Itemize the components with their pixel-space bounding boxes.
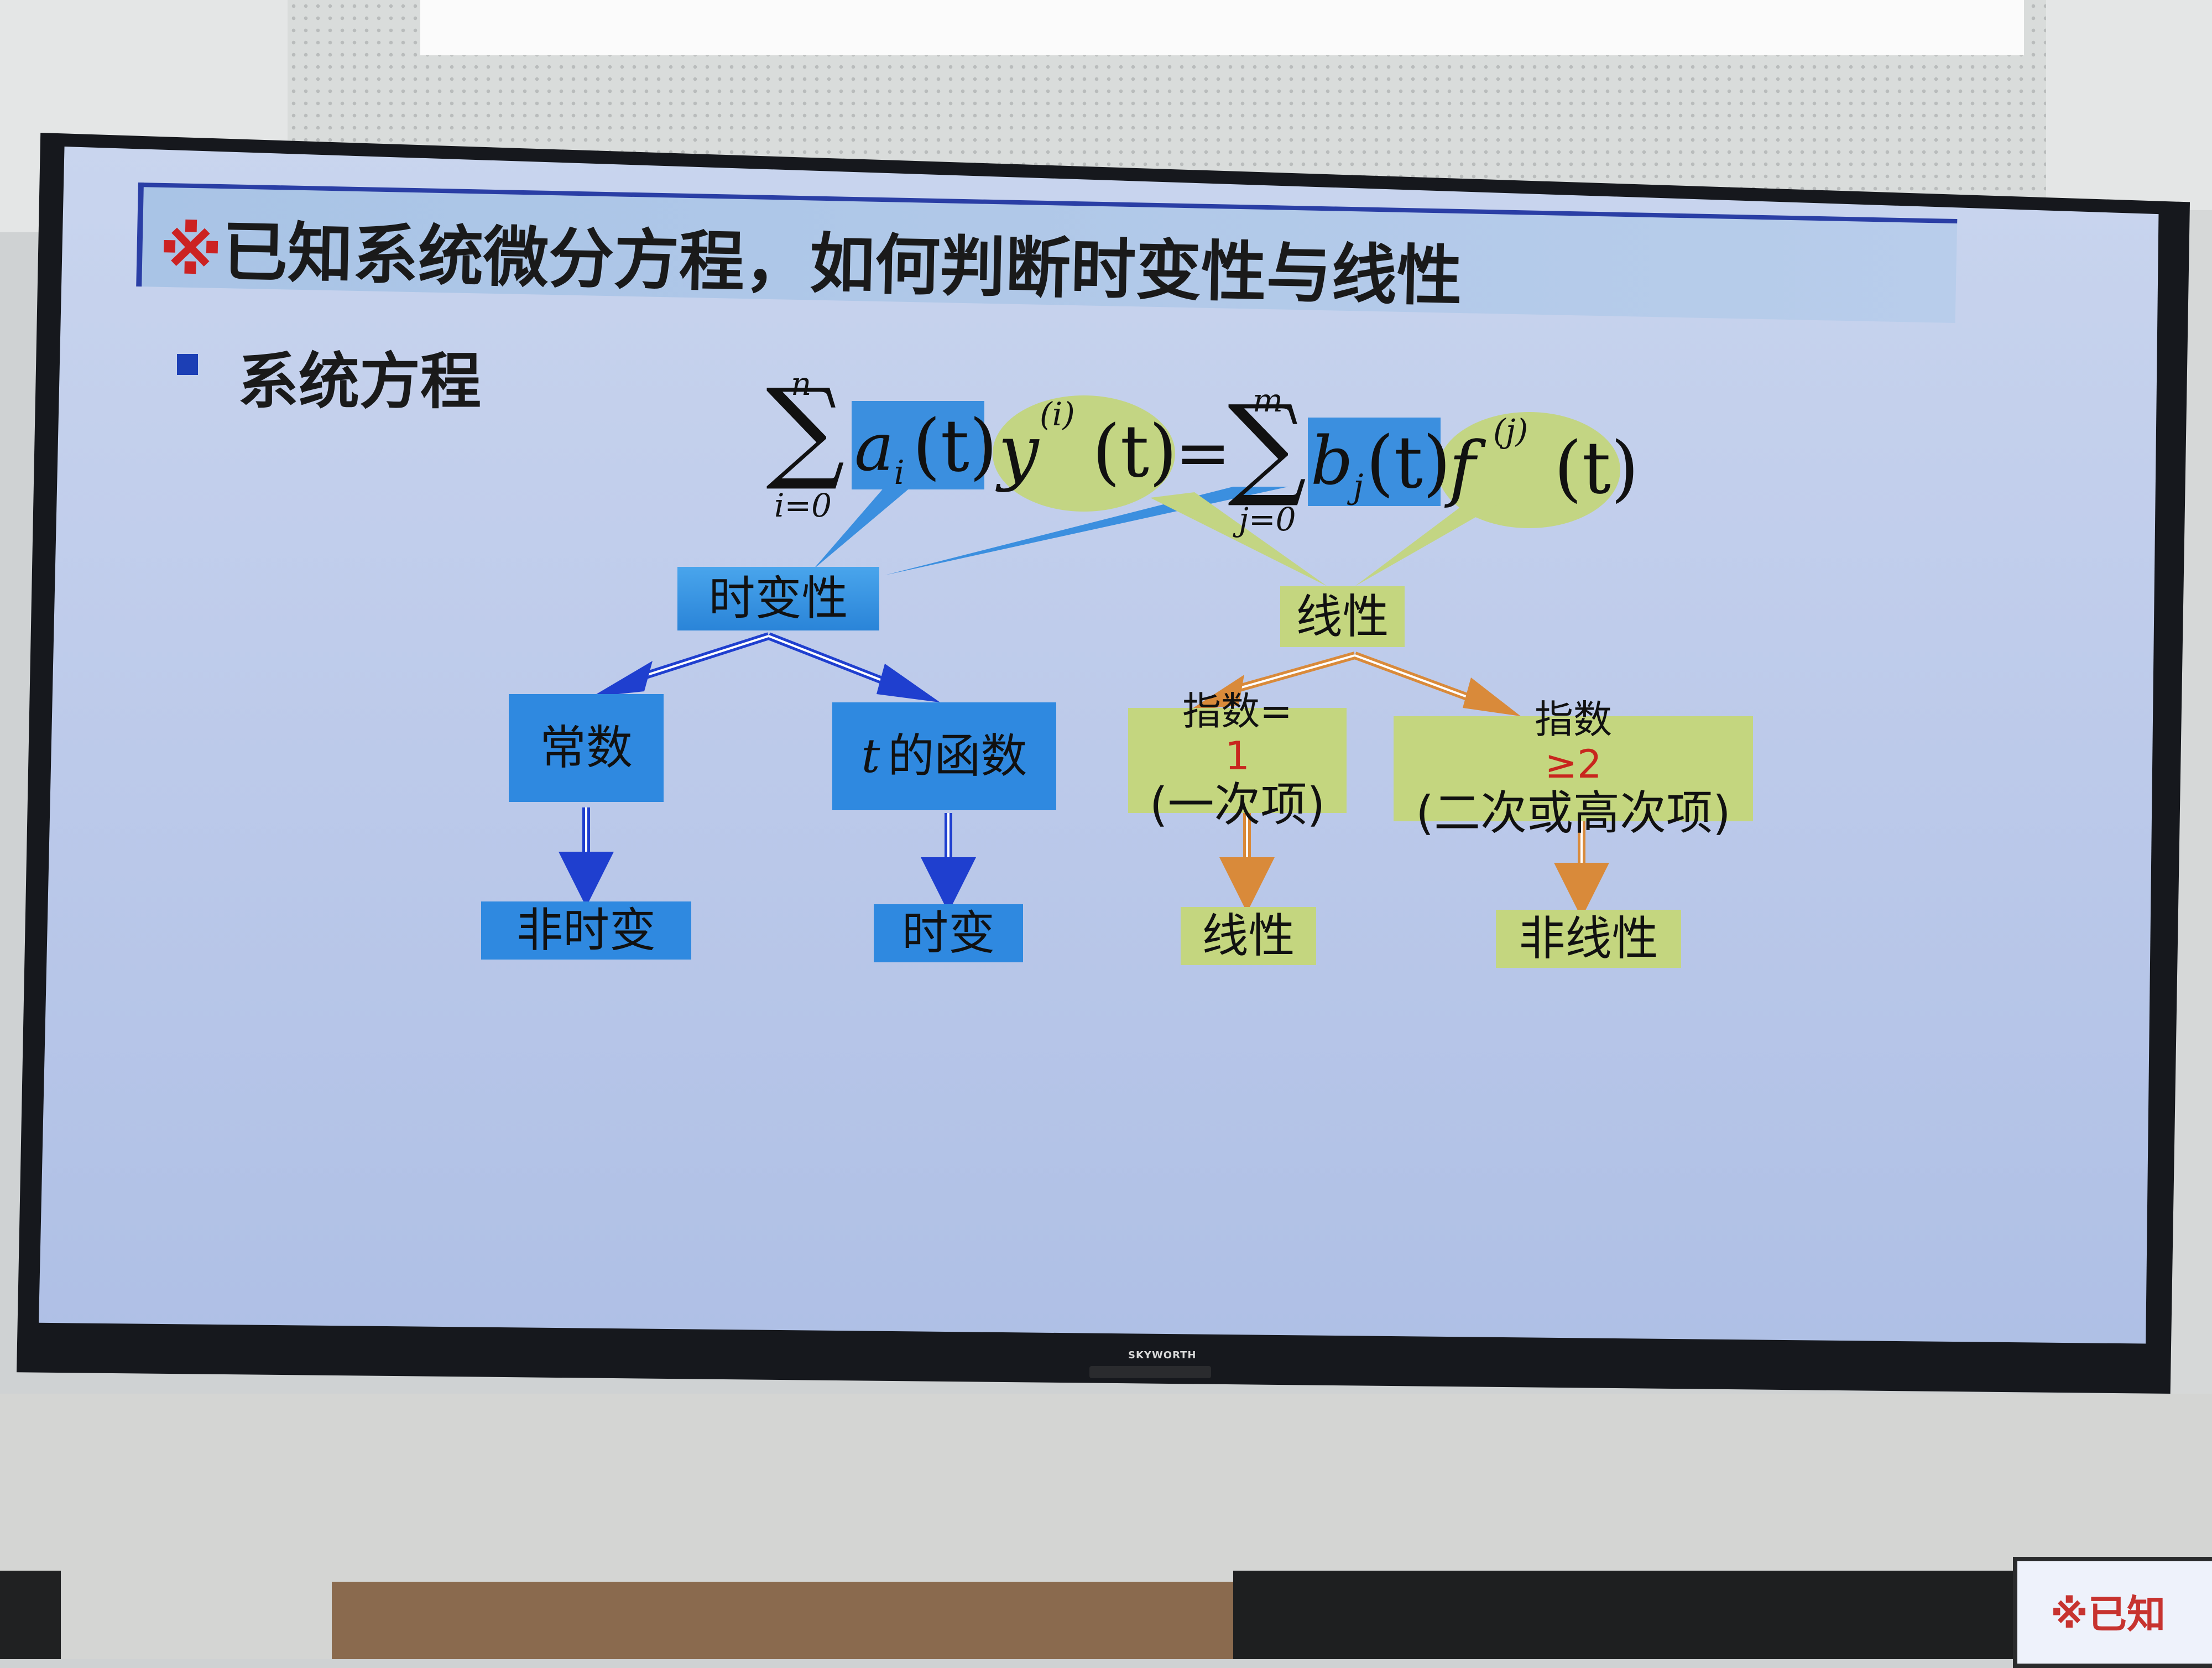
a-coefficient: ai xyxy=(854,409,905,492)
b-argument: (t) xyxy=(1366,420,1451,504)
exponent-two-label: 指数≥2 xyxy=(1535,697,1612,786)
exponent-one-desc: (一次项) xyxy=(1149,778,1326,832)
exponent-one-node: 指数=1 (一次项) xyxy=(1128,689,1347,831)
exp2-value: ≥2 xyxy=(1545,741,1602,787)
f-superscript: (j) xyxy=(1493,412,1528,450)
bullet-square-icon xyxy=(177,354,198,375)
a-highlight xyxy=(852,401,984,489)
a-subscript: i xyxy=(894,454,905,492)
f-term: f xyxy=(1449,426,1476,510)
exp2-label-text: 指数 xyxy=(1535,697,1612,743)
exponent-one-label: 指数=1 xyxy=(1182,689,1292,778)
constant-node: 常数 xyxy=(509,694,664,802)
y-superscript: (i) xyxy=(1040,395,1075,433)
linearity-node: 线性 xyxy=(1280,586,1405,647)
y-term: y xyxy=(998,409,1039,493)
b-coefficient: bj xyxy=(1311,423,1363,506)
dark-doorway-left xyxy=(0,1571,61,1659)
tv-logo-bar xyxy=(1089,1366,1211,1378)
a-argument: (t) xyxy=(912,404,998,488)
time-variance-node: 时变性 xyxy=(677,567,879,630)
t-function-text: 的函数 xyxy=(888,729,1027,784)
exponent-two-desc: (二次或高次项) xyxy=(1416,786,1731,841)
b-subscript: j xyxy=(1353,467,1364,506)
ceiling-light xyxy=(420,0,2024,55)
exp1-value: 1 xyxy=(1225,733,1250,779)
time-invariant-node: 非时变 xyxy=(481,901,691,960)
f-argument: (t) xyxy=(1554,426,1639,510)
second-screen: ※已知 xyxy=(2013,1557,2212,1668)
a-letter: a xyxy=(854,409,894,486)
y-argument: (t) xyxy=(1092,409,1177,493)
equals-sign: = xyxy=(1175,415,1231,492)
t-variable: t xyxy=(861,729,880,784)
sum-symbol-left: ∑ xyxy=(766,365,845,494)
time-variant-node: 时变 xyxy=(874,904,1023,962)
title-mark-icon: ※ xyxy=(158,212,223,290)
sum-left-lower: i=0 xyxy=(774,487,832,524)
nonlinear-result-node: 非线性 xyxy=(1496,910,1681,968)
b-highlight xyxy=(1308,418,1441,506)
sum-left-upper: n xyxy=(791,365,812,403)
b-letter: b xyxy=(1311,423,1353,500)
tv-brand: SKYWORTH xyxy=(1128,1349,1197,1361)
sum-right-lower: j=0 xyxy=(1239,501,1296,538)
tv-screen xyxy=(39,147,2159,1344)
exp1-label-text: 指数= xyxy=(1182,689,1292,734)
section-heading: 系统方程 xyxy=(238,346,481,417)
linear-result-node: 线性 xyxy=(1181,907,1316,965)
sum-right-upper: m xyxy=(1253,382,1283,419)
second-screen-title: ※已知 xyxy=(2051,1592,2166,1637)
dark-doorway xyxy=(1233,1571,2018,1659)
exponent-two-node: 指数≥2 (二次或高次项) xyxy=(1394,697,1753,840)
sum-symbol-right: ∑ xyxy=(1228,382,1307,510)
